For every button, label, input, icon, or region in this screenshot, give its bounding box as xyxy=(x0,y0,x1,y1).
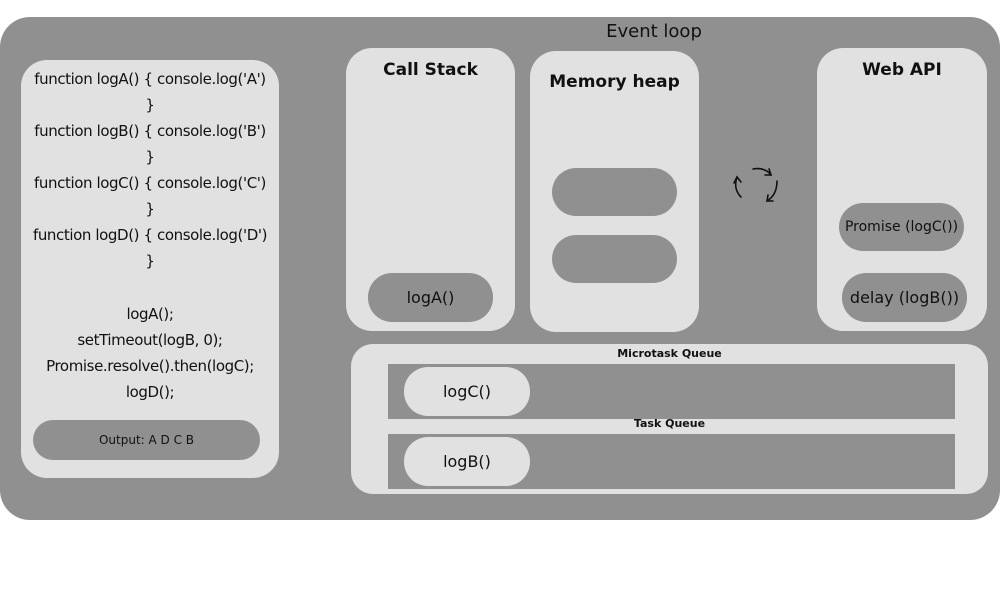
code-panel: function logA() { console.log('A') } fun… xyxy=(21,60,279,478)
microtask-queue: logC() xyxy=(388,364,955,419)
queues-panel: Microtask Queue logC() Task Queue logB() xyxy=(351,344,988,494)
call-stack-panel: Call Stack logA() xyxy=(346,48,515,331)
task-queue-label: Task Queue xyxy=(633,417,706,430)
code-line: function logB() { console.log('B') xyxy=(34,122,266,140)
web-api-task: Promise (logC()) xyxy=(839,203,964,251)
web-api-panel: Web API Promise (logC()) delay (logB()) xyxy=(817,48,987,331)
code-line: logA(); xyxy=(126,305,174,323)
web-api-title: Web API xyxy=(862,60,942,80)
microtask-queue-label: Microtask Queue xyxy=(617,347,722,360)
code-line: function logA() { console.log('A') xyxy=(34,70,266,88)
memory-heap-title: Memory heap xyxy=(549,72,680,92)
task-item: logB() xyxy=(404,437,530,486)
code-line: } xyxy=(145,148,155,166)
heap-object xyxy=(552,235,677,283)
task-queue: logB() xyxy=(388,434,955,489)
code-line: } xyxy=(145,96,155,114)
call-stack-title: Call Stack xyxy=(383,60,478,80)
refresh-cycle-icon xyxy=(733,167,778,202)
code-line: Promise.resolve().then(logC); xyxy=(46,357,254,375)
heap-object xyxy=(552,168,677,216)
code-line: logD(); xyxy=(125,383,175,401)
event-loop-title: Event loop xyxy=(606,21,702,42)
code-line: function logD() { console.log('D') xyxy=(32,226,268,244)
code-line: function logC() { console.log('C') xyxy=(34,174,266,192)
memory-heap-panel: Memory heap xyxy=(530,51,699,332)
code-line: } xyxy=(145,200,155,218)
web-api-task: delay (logB()) xyxy=(842,273,967,322)
call-stack-frame: logA() xyxy=(368,273,493,322)
code-line: setTimeout(logB, 0); xyxy=(77,331,223,349)
code-line: } xyxy=(145,252,155,270)
microtask-item: logC() xyxy=(404,367,530,416)
output-badge: Output: A D C B xyxy=(33,420,260,460)
